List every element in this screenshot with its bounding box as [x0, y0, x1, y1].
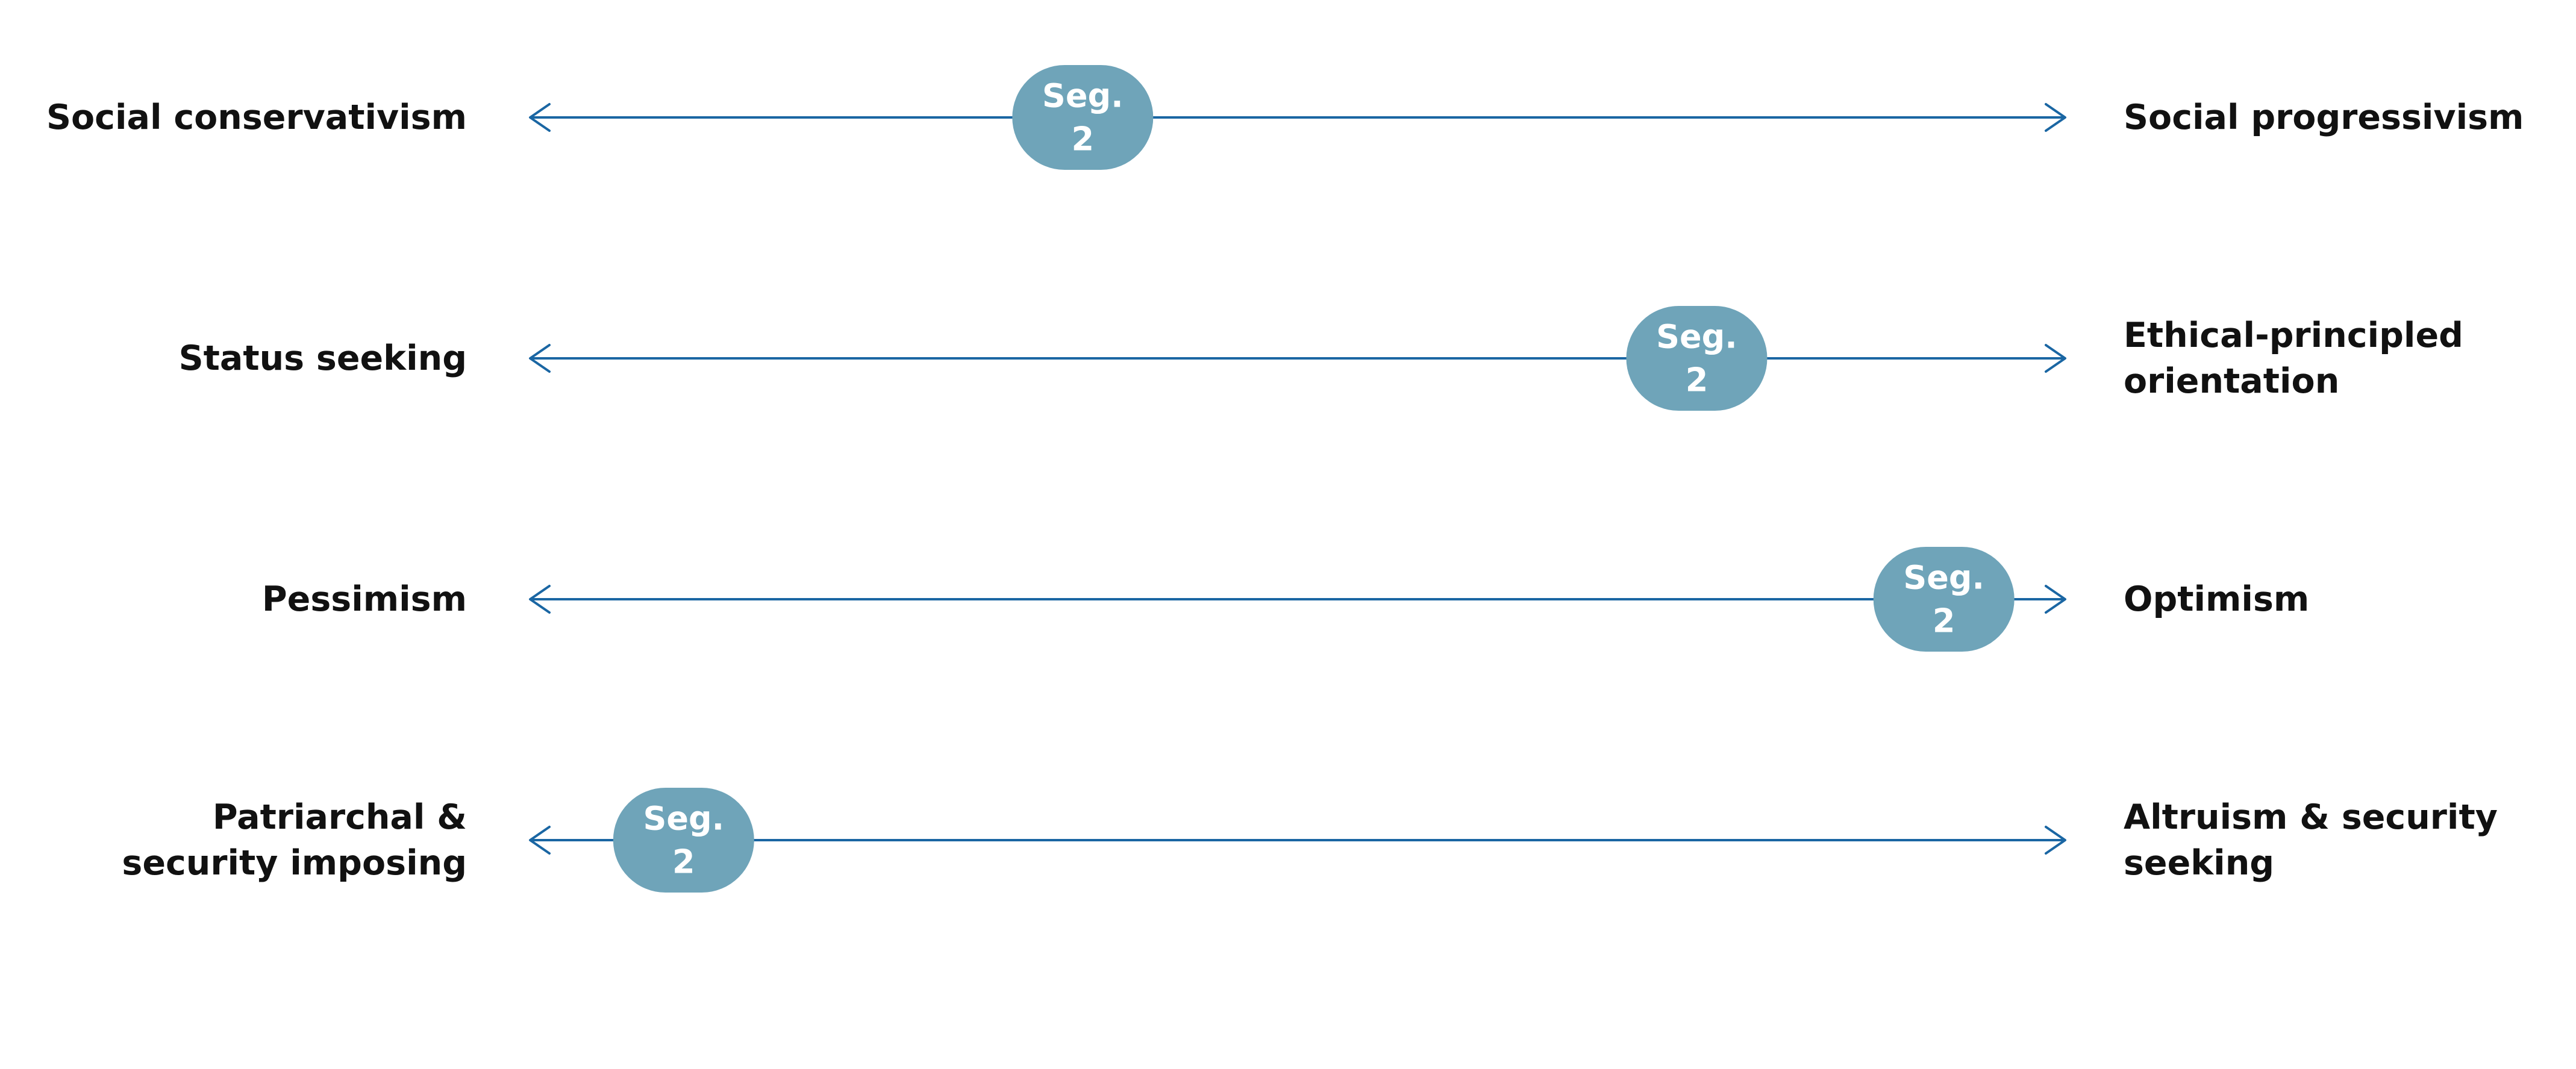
scale-row-3: Pessimism Optimism Seg. 2	[262, 547, 2309, 652]
scale-left-label-line-2: security imposing	[122, 843, 467, 883]
segment-marker-label-line-2: 2	[1071, 120, 1094, 158]
segment-marker-label-line-1: Seg.	[1903, 559, 1984, 597]
segment-marker: Seg. 2	[1873, 547, 2015, 652]
scale-left-label-line-1: Social conservativism	[46, 98, 467, 137]
arrow-left-icon	[529, 344, 551, 373]
scale-left-label: Patriarchal & security imposing	[122, 797, 467, 883]
scale-left-label-line-1: Pessimism	[262, 579, 467, 619]
scale-left-label: Pessimism	[262, 579, 467, 619]
scale-right-label-line-1: Optimism	[2124, 579, 2309, 619]
segment-marker-pill	[1626, 306, 1768, 411]
segment-marker: Seg. 2	[613, 788, 754, 893]
arrow-left-icon	[529, 103, 551, 132]
scale-left-label: Status seeking	[179, 338, 467, 378]
scale-right-label-line-1: Social progressivism	[2124, 98, 2524, 137]
segment-marker-label-line-1: Seg.	[1042, 77, 1124, 115]
scale-right-label-line-2: seeking	[2124, 843, 2274, 883]
arrow-left-icon	[529, 826, 551, 855]
arrow-left-icon	[529, 585, 551, 614]
arrow-right-icon	[2045, 344, 2066, 373]
scale-right-label-line-1: Ethical-principled	[2124, 316, 2463, 355]
segment-marker-label-line-2: 2	[1933, 602, 1955, 640]
segment-marker-pill	[1873, 547, 2015, 652]
segment-marker-label-line-2: 2	[1686, 361, 1708, 399]
segment-marker-label-line-2: 2	[672, 843, 695, 881]
scale-right-label-line-2: orientation	[2124, 361, 2339, 401]
segment-marker-label-line-1: Seg.	[1656, 318, 1737, 356]
segment-marker-label-line-1: Seg.	[643, 800, 724, 838]
arrow-right-icon	[2045, 103, 2066, 132]
arrow-right-icon	[2045, 585, 2066, 614]
segment-marker: Seg. 2	[1626, 306, 1768, 411]
scale-right-label: Optimism	[2124, 579, 2309, 619]
scale-left-label: Social conservativism	[46, 98, 467, 137]
segment-marker-pill	[1012, 65, 1154, 170]
scale-right-label: Altruism & security seeking	[2124, 797, 2498, 883]
scale-left-label-line-1: Status seeking	[179, 338, 467, 378]
scale-right-label: Ethical-principled orientation	[2124, 316, 2463, 401]
scale-right-label: Social progressivism	[2124, 98, 2524, 137]
scale-row-1: Social conservativism Social progressivis…	[46, 65, 2524, 170]
scale-right-label-line-1: Altruism & security	[2124, 797, 2498, 837]
scale-row-2: Status seeking Ethical-principled orientat…	[179, 306, 2463, 411]
segment-marker: Seg. 2	[1012, 65, 1154, 170]
scale-left-label-line-1: Patriarchal &	[213, 797, 467, 837]
scale-row-4: Patriarchal & security imposing Altruism &…	[122, 788, 2498, 893]
arrow-right-icon	[2045, 826, 2066, 855]
segment-marker-pill	[613, 788, 754, 893]
